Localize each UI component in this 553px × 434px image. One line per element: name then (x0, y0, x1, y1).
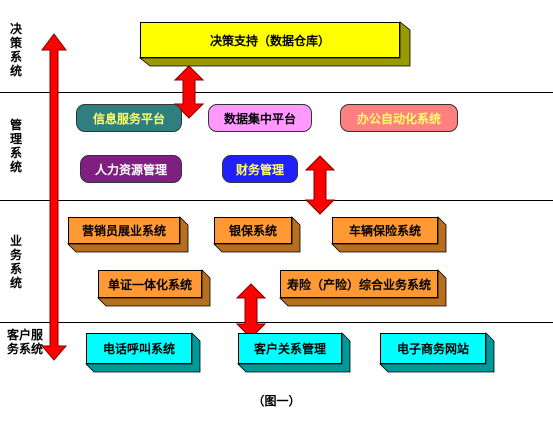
office-auto-box: 办公自动化系统 (340, 104, 458, 132)
arrow-management-business (304, 155, 336, 215)
layer-label-business: 业务系统 (9, 234, 22, 290)
life-pc-box-shade (279, 269, 447, 307)
hr-mgmt-box: 人力资源管理 (80, 155, 182, 183)
single-cert-box: 单证一体化系统 (98, 270, 202, 298)
marketing-box: 营销员展业系统 (68, 217, 180, 244)
data-center-box: 数据集中平台 (208, 104, 312, 132)
vehicle-box-shade (331, 216, 447, 253)
arrow-decision-management (173, 65, 205, 119)
separator-business-service (0, 322, 553, 323)
layer-label-decision: 决策系统 (9, 22, 22, 78)
vehicle-insurance-box: 车辆保险系统 (332, 217, 438, 244)
figure-caption: （图一） (252, 394, 301, 408)
bancassurance-box-shade (213, 216, 301, 253)
arrow-business-service (235, 283, 267, 339)
single-cert-box-shade (97, 269, 211, 307)
separator-decision-management (0, 92, 553, 93)
finance-mgmt-box: 财务管理 (222, 155, 298, 183)
info-service-box: 信息服务平台 (76, 104, 182, 132)
ecommerce-box-shade (379, 332, 495, 373)
left-double-arrow (40, 33, 68, 361)
call-center-box: 电话呼叫系统 (86, 333, 192, 364)
separator-management-business (0, 200, 553, 201)
call-center-box-shade (85, 332, 201, 373)
bancassurance-box: 银保系统 (214, 217, 292, 244)
decision-box-shade (138, 21, 411, 67)
layer-label-service: 客户服务系统 (6, 328, 43, 356)
marketing-box-shade (67, 216, 189, 253)
layer-label-management: 管理系统 (9, 118, 22, 174)
crm-box: 客户关系管理 (238, 333, 342, 364)
ecommerce-box: 电子商务网站 (380, 333, 486, 364)
life-pc-box: 寿险（产险）综合业务系统 (280, 270, 438, 298)
crm-box-shade (237, 332, 351, 373)
decision-support-box: 决策支持（数据仓库） (140, 22, 400, 58)
